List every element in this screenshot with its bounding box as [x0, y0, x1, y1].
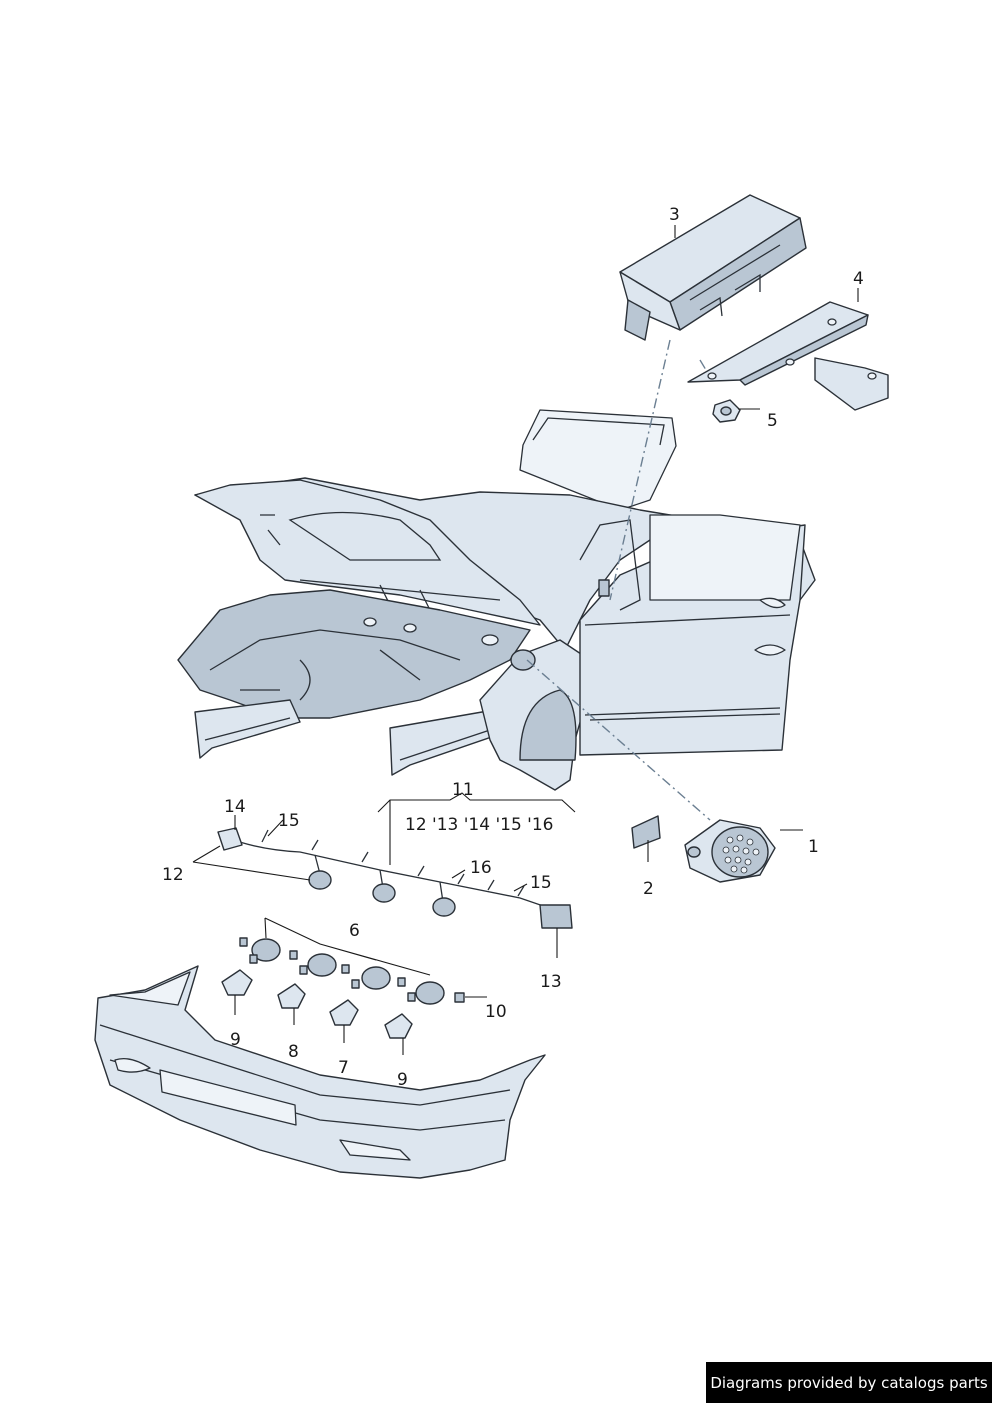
- callout-9-right: 9: [397, 1070, 408, 1090]
- callout-5: 5: [767, 411, 778, 431]
- footer-credit: Diagrams provided by catalogs parts: [706, 1362, 992, 1403]
- callout-14: 14: [224, 797, 246, 817]
- callout-11-subset: 12 '13 '14 '15 '16: [405, 815, 553, 835]
- callout-labels: 3 4 5 1 2 11 12 '13 '14 '15 '16 14 15 12…: [162, 205, 864, 1090]
- callout-6: 6: [349, 921, 360, 941]
- spacer-ring-part: [454, 992, 465, 1003]
- callout-15-left: 15: [278, 811, 300, 831]
- reference-line-buzzer: [526, 659, 711, 821]
- buzzer-part: [684, 819, 776, 883]
- callout-1: 1: [808, 837, 819, 857]
- leader-lines: [192, 225, 859, 1055]
- pad-part: [631, 815, 661, 849]
- callout-11: 11: [452, 780, 474, 800]
- control-unit-part: [619, 194, 807, 341]
- reference-line-control-unit: [609, 339, 671, 601]
- callout-12: 12: [162, 865, 184, 885]
- callout-10: 10: [485, 1002, 507, 1022]
- callout-3: 3: [669, 205, 680, 225]
- nut-part: [712, 399, 741, 423]
- callout-7: 7: [338, 1058, 349, 1078]
- callout-16: 16: [470, 858, 492, 878]
- bracket-part: [687, 301, 889, 411]
- callout-8: 8: [288, 1042, 299, 1062]
- callout-4: 4: [853, 269, 864, 289]
- sensor-holders: [221, 969, 413, 1039]
- bumper-cover: [94, 965, 546, 1179]
- pdc-sensor-row: [239, 937, 445, 1005]
- callout-9-left: 9: [230, 1030, 241, 1050]
- wiring-harness: [217, 827, 573, 929]
- vehicle-body: [177, 409, 816, 791]
- reference-line-bracket: [699, 359, 713, 381]
- callout-2: 2: [643, 879, 654, 899]
- callout-15-right: 15: [530, 873, 552, 893]
- callout-13: 13: [540, 972, 562, 992]
